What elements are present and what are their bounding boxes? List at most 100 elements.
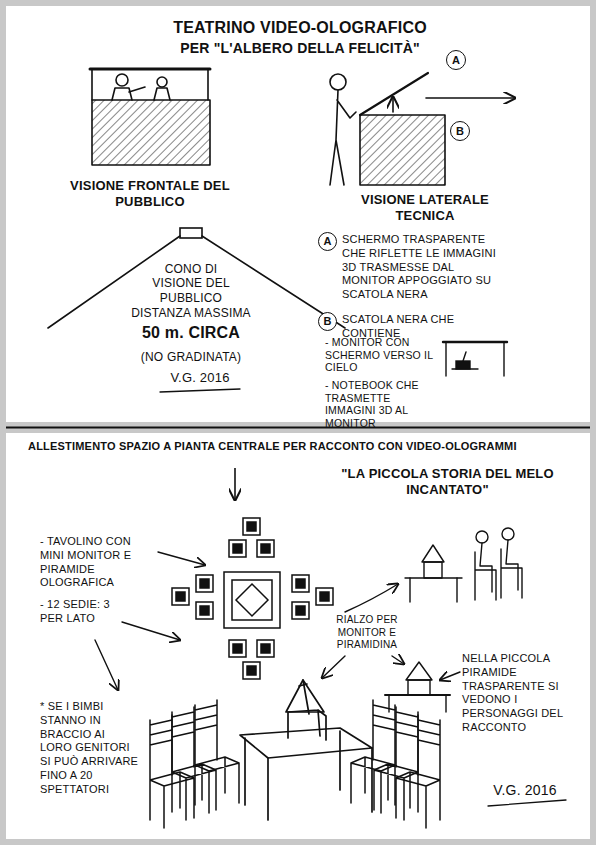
- callout-circle: B: [450, 121, 470, 141]
- section-heading: ALLESTIMENTO SPAZIO A PIANTA CENTRALE PE…: [28, 440, 573, 453]
- distance-note: DISTANZA MASSIMA: [116, 306, 266, 320]
- front-view-stage: [90, 69, 210, 165]
- leader-arrows: [392, 656, 404, 664]
- chair-plan-symbol: [316, 588, 333, 605]
- leader-arrows: [440, 672, 460, 680]
- heading-arrow: [234, 468, 236, 500]
- legend-note: - NOTEBOOK CHE TRASMETTE IMMAGINI 3D AL …: [325, 379, 441, 429]
- floor-plan: [172, 518, 333, 679]
- chair-plan-symbol: [172, 518, 333, 679]
- seated-viewers-sketch: [506, 540, 518, 590]
- perspective-table: [240, 728, 372, 758]
- chair-plan-symbol: [200, 579, 209, 588]
- chair-sketch: [150, 715, 194, 828]
- chair-plan-symbol: [200, 606, 209, 615]
- chair-plan-symbol: [296, 579, 305, 588]
- perspective-table: [299, 684, 307, 686]
- chair-plan-symbol: [257, 540, 274, 557]
- chair-plan-symbol: [229, 540, 246, 557]
- raised-stand-sketch: [389, 695, 446, 712]
- distance-value: 50 m. CIRCA: [116, 323, 266, 342]
- perspective-table: [288, 710, 326, 740]
- callout-letter: B: [456, 126, 464, 137]
- chair-sketch: [396, 715, 440, 828]
- callout-letter: A: [452, 55, 460, 66]
- chair-plan-symbol: [233, 644, 242, 653]
- chair-plan-symbol: [243, 662, 260, 679]
- front-view-stage: [116, 74, 128, 86]
- viewing-cone: [48, 236, 345, 328]
- perspective-table: [240, 680, 372, 820]
- leader-arrows: [122, 622, 180, 640]
- viewing-cone: [48, 228, 345, 328]
- chair-plan-symbol: [233, 544, 242, 553]
- legend-note: - MONITOR CON SCHERMO VERSO IL CIELO: [325, 336, 437, 374]
- black-box-sketch: [446, 342, 504, 376]
- front-view-stage: [92, 69, 208, 100]
- seated-viewers-sketch: [405, 528, 522, 602]
- seated-viewers-sketch: [422, 545, 444, 562]
- panel-frames: [6, 427, 590, 429]
- chair-plan-symbol: [320, 592, 329, 601]
- view-caption: VISIONE LATERALE TECNICA: [345, 192, 505, 223]
- seated-viewers-sketch: [480, 543, 492, 592]
- chair-plan-symbol: [261, 644, 270, 653]
- chair-plan-symbol: [292, 575, 309, 592]
- signature: V.G. 2016: [480, 782, 570, 799]
- story-title: "LA PICCOLA STORIA DEL MELO INCANTATO": [340, 466, 555, 497]
- side-view-technical: [360, 115, 445, 185]
- side-view-technical: [330, 74, 346, 90]
- raised-stand-sketch: [408, 680, 430, 695]
- legend-note: SCHERMO TRASPARENTE CHE RIFLETTE LE IMMA…: [342, 233, 504, 302]
- chair-plan-symbol: [247, 666, 256, 675]
- black-box-sketch: [443, 341, 507, 343]
- side-view-technical: [360, 73, 428, 115]
- chair-plan-symbol: [257, 640, 274, 657]
- floor-plan: [236, 584, 268, 616]
- black-box-sketch: [443, 342, 507, 376]
- leader-arrows: [322, 656, 345, 678]
- seated-viewers-sketch: [476, 531, 488, 543]
- black-box-sketch: [452, 368, 478, 369]
- callout-note: RIALZO PER MONITOR E PIRAMIDINA: [318, 614, 416, 652]
- front-view-stage: [154, 88, 170, 100]
- perspective-table: [245, 731, 372, 820]
- seated-viewers-sketch: [410, 578, 457, 602]
- black-box-sketch: [463, 352, 466, 361]
- view-caption: VISIONE FRONTALE DEL PUBBLICO: [70, 178, 230, 209]
- front-view-stage: [129, 87, 145, 92]
- chair-plan-symbol: [176, 592, 185, 601]
- raised-stand-sketch: [406, 662, 432, 680]
- subtitle: PER "L'ALBERO DELLA FELICITÀ": [140, 40, 460, 57]
- front-view-stage: [92, 100, 210, 165]
- signature-underline: [488, 800, 566, 806]
- viewing-cone: [180, 228, 202, 238]
- callout-circle: A: [318, 232, 337, 251]
- seated-viewers-sketch: [502, 528, 514, 540]
- distance-note: (NO GRADINATA): [116, 350, 266, 364]
- chair-plan-symbol: [172, 588, 189, 605]
- leader-arrows: [345, 584, 398, 612]
- callout-letter: A: [324, 236, 332, 247]
- callout-note: - TAVOLINO CON MINI MONITOR E PIRAMIDE O…: [40, 535, 155, 590]
- callout-circle: B: [318, 312, 337, 331]
- seated-viewers-sketch: [501, 549, 522, 598]
- callout-circle: A: [446, 50, 466, 70]
- side-view-technical: [330, 73, 515, 185]
- seated-viewers-sketch: [424, 562, 442, 578]
- chair-sketch: [396, 715, 440, 828]
- seated-viewers-sketch: [475, 552, 496, 600]
- chair-plan-symbol: [247, 522, 256, 531]
- chair-plan-symbol: [229, 640, 246, 657]
- side-view-technical: [330, 90, 356, 185]
- floor-plan: [224, 572, 280, 628]
- panel-frames: [3, 3, 593, 425]
- black-box-sketch: [456, 361, 470, 369]
- chair-plan-symbol: [296, 606, 305, 615]
- front-view-stage: [90, 68, 210, 71]
- chair-plan-symbol: [292, 602, 309, 619]
- panel-frames: [3, 430, 593, 842]
- signature: V.G. 2016: [150, 370, 250, 386]
- signature-underline: [160, 389, 240, 392]
- front-view-stage: [157, 77, 167, 87]
